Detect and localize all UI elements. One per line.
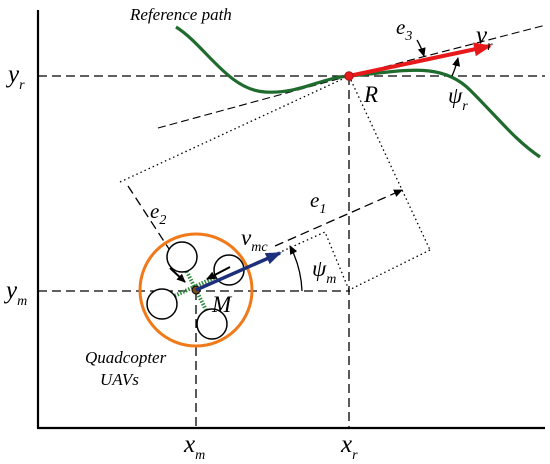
point-r-marker [344,71,354,81]
e2-dotted-line [119,75,350,183]
e1-label: e1 [310,188,326,217]
ref-projection-dotted-line [348,249,431,291]
projection-dotted-line [348,75,431,251]
psi-m-angle-arc [289,245,303,292]
rotation-arrow-right [206,266,231,280]
point-m-label: M [211,292,233,317]
tangent-line-left [157,75,350,129]
quadcopter-label-line2: UAVs [100,370,139,389]
psi-r-label: ψr [448,83,468,114]
rotor-top [166,241,198,273]
e3-label: e3 [396,15,412,44]
vr-label: vr [476,22,493,54]
quadcopter-uav [138,232,254,348]
rotor-left [146,288,178,320]
vmc-label: vmc [241,225,268,255]
ym-axis-label: ym [3,277,27,309]
quadcopter-safety-circle [138,232,254,348]
e3-angle-arc [416,39,426,57]
rotation-arrow-left [169,267,186,283]
tangent-line-right [348,24,547,77]
xm-axis-label: xm [183,431,205,463]
psi-r-angle-arc [451,57,461,77]
reference-path-label: Reference path [129,5,232,24]
point-r-label: R [363,82,378,107]
vmc-vector-arrow [195,251,282,292]
yr-axis-label: yr [5,61,25,93]
e2-label: e2 [150,199,166,228]
quadcopter-label-line1: Quadcopter [85,348,167,367]
e1-arrow [274,189,403,247]
rotor-bottom [196,308,228,340]
vr-vector-arrow [348,42,492,78]
psi-m-label: ψm [312,256,336,287]
xr-axis-label: xr [340,431,358,463]
